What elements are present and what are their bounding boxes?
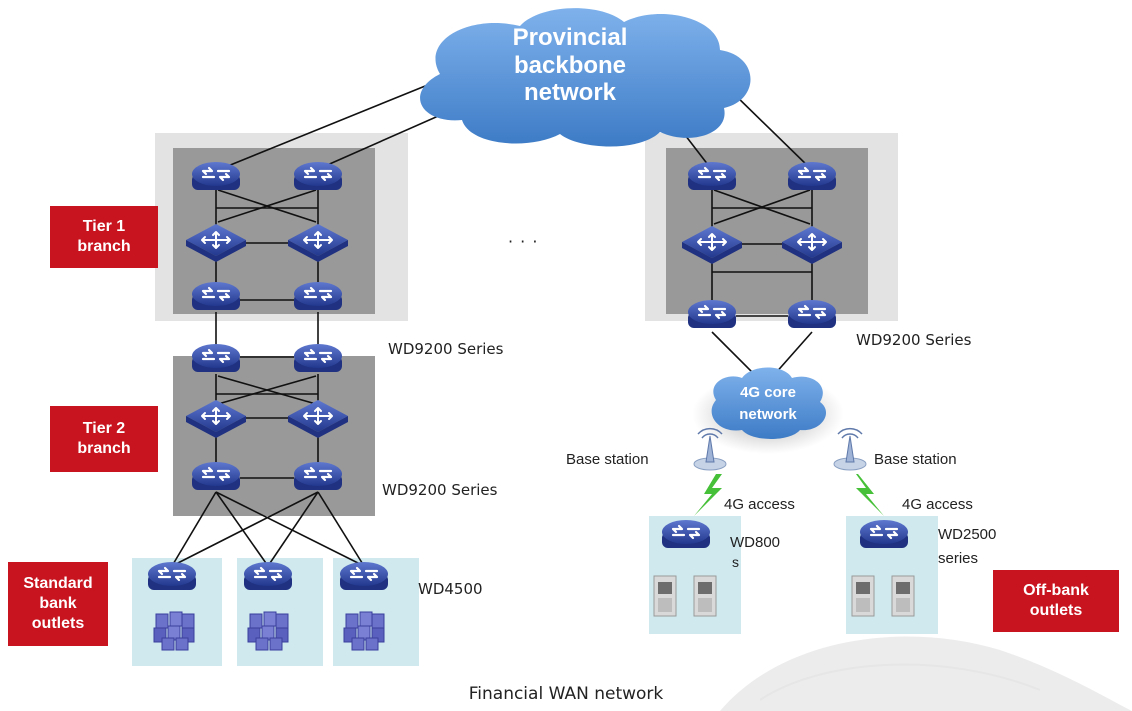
wd2500-label: WD2500 bbox=[938, 526, 997, 543]
wd800-label: WD800 bbox=[730, 534, 781, 551]
router-icon bbox=[190, 280, 242, 312]
router-icon bbox=[190, 160, 242, 192]
router-icon bbox=[686, 298, 738, 330]
standard-bank-outlets-tag: Standard bank outlets bbox=[8, 562, 108, 646]
router-icon bbox=[292, 342, 344, 374]
router-icon bbox=[786, 160, 838, 192]
tier2-branch-tag: Tier 2 branch bbox=[50, 406, 158, 472]
4g-access-right-label: 4G access bbox=[902, 496, 973, 513]
router-icon bbox=[292, 280, 344, 312]
4g-core-cloud bbox=[692, 367, 844, 454]
base-station-icon bbox=[833, 427, 867, 471]
router-icon bbox=[146, 560, 198, 592]
router-icon bbox=[686, 160, 738, 192]
backbone-cloud bbox=[420, 8, 751, 147]
wd800-label-line2: s bbox=[732, 554, 739, 570]
atm-icon bbox=[851, 575, 875, 617]
4g-access-left-label: 4G access bbox=[724, 496, 795, 513]
router-icon bbox=[786, 298, 838, 330]
router-icon bbox=[660, 518, 712, 550]
atm-icon bbox=[693, 575, 717, 617]
tier2-box bbox=[173, 356, 375, 516]
ellipsis-label: · · · bbox=[508, 232, 539, 251]
wd9200-left-top-label: WD9200 Series bbox=[388, 340, 504, 358]
wd9200-right-label: WD9200 Series bbox=[856, 331, 972, 349]
router-icon bbox=[338, 560, 390, 592]
base-station-right-label: Base station bbox=[874, 451, 957, 468]
wd4500-label: WD4500 bbox=[418, 580, 483, 598]
backbone-cloud-label: Provincial backbone network bbox=[512, 24, 628, 107]
router-icon bbox=[242, 560, 294, 592]
router-icon bbox=[292, 160, 344, 192]
atm-icon bbox=[653, 575, 677, 617]
tier1-branch-tag: Tier 1 branch bbox=[50, 206, 158, 268]
atm-icon bbox=[891, 575, 915, 617]
base-station-left-label: Base station bbox=[566, 451, 649, 468]
watermark bbox=[720, 636, 1132, 711]
off-bank-outlets-tag: Off-bank outlets bbox=[993, 570, 1119, 632]
router-icon bbox=[190, 460, 242, 492]
router-icon bbox=[292, 460, 344, 492]
4g-core-cloud-label: 4G core network bbox=[739, 384, 797, 423]
wd9200-left-bottom-label: WD9200 Series bbox=[382, 481, 498, 499]
router-icon bbox=[858, 518, 910, 550]
network-links bbox=[171, 69, 813, 567]
wireless-link-right-icon bbox=[856, 474, 884, 516]
figure-caption: Financial WAN network bbox=[468, 684, 664, 704]
router-icon bbox=[190, 342, 242, 374]
wireless-link-left-icon bbox=[694, 474, 722, 516]
wd2500-label-line2: series bbox=[938, 550, 979, 567]
